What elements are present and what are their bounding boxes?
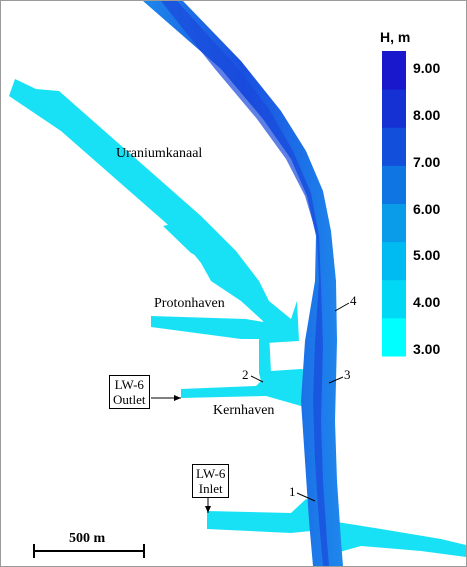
kernhaven-label: Kernhaven — [213, 403, 275, 418]
protonhaven-label: Protonhaven — [154, 296, 225, 311]
outflow-water — [331, 521, 466, 557]
point-1-label: 1 — [289, 484, 296, 499]
legend-color-step — [382, 89, 406, 128]
outlet-arrowhead — [174, 395, 181, 401]
point-3-arrow — [328, 376, 344, 384]
legend-tick-label: 6.00 — [413, 200, 441, 217]
point-4-label: 4 — [350, 293, 357, 308]
legend-color-step — [382, 241, 406, 281]
outlet-box-line-1: LW-6 — [114, 377, 144, 392]
protonhaven-water — [151, 316, 269, 339]
legend-tick-label: 5.00 — [413, 247, 441, 264]
inlet-box-line-1: LW-6 — [196, 466, 226, 481]
connector-water — [259, 331, 271, 381]
lw6-inlet-box: LW-6 Inlet — [192, 464, 230, 498]
outlet-box-line-2: Outlet — [113, 392, 146, 407]
inlet-basin-water — [207, 499, 311, 533]
legend-tick-label: 7.00 — [413, 153, 441, 170]
legend-tick-label: 4.00 — [413, 294, 441, 311]
legend-color-step — [382, 127, 406, 166]
legend-color-bar — [382, 51, 406, 357]
main-channel-water — [143, 1, 343, 566]
legend-title: H, m — [380, 29, 411, 45]
legend-color-step — [382, 317, 406, 357]
kernhaven-water — [181, 369, 331, 406]
point-2-arrow — [250, 375, 264, 383]
uraniumkanaal-water — [9, 79, 299, 343]
point-1-arrow — [296, 492, 316, 502]
branch-water — [163, 223, 203, 259]
point-4-arrow — [334, 302, 350, 312]
scale-bar-label: 500 m — [69, 531, 106, 546]
main-channel-deep — [161, 1, 329, 566]
point-2-label: 2 — [242, 367, 249, 382]
legend-color-step — [382, 51, 406, 90]
legend-tick-label: 9.00 — [413, 60, 441, 76]
uraniumkanaal-label: Uraniumkanaal — [116, 146, 203, 161]
legend-color-step — [382, 165, 406, 204]
legend-tick-label: 3.00 — [413, 341, 441, 357]
legend-color-step — [382, 279, 406, 319]
lw6-outlet-box: LW-6 Outlet — [109, 375, 150, 409]
inlet-box-line-2: Inlet — [198, 481, 223, 496]
inlet-arrowhead — [205, 506, 211, 513]
legend-tick-label: 8.00 — [413, 106, 441, 123]
point-3-label: 3 — [344, 367, 351, 382]
legend-color-step — [382, 203, 406, 243]
